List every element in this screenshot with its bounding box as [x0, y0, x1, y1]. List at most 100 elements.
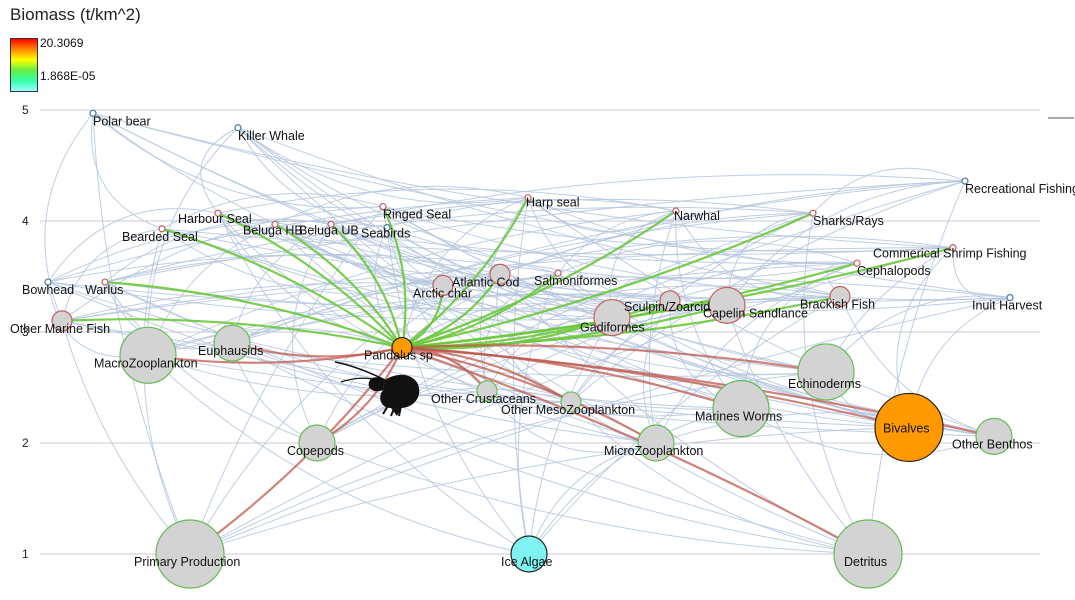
trophic-link [401, 197, 529, 348]
node-salmoniformes[interactable] [554, 269, 562, 277]
label-euphausids: Euphausids [198, 344, 263, 358]
node-other-crustaceans[interactable] [476, 380, 498, 402]
node-detritus[interactable] [833, 519, 903, 589]
node-ringed-seal[interactable] [379, 202, 387, 211]
label-marines-worms: Marines Worms [695, 410, 782, 424]
y-tick-label: 4 [22, 214, 29, 228]
node-narwhal[interactable] [672, 207, 680, 215]
label-primary-production: Primary Production [134, 555, 240, 569]
prey-link [147, 346, 403, 364]
node-other-mesozooplankton[interactable] [560, 391, 582, 413]
node-harbour-seal[interactable] [214, 209, 222, 217]
trophic-link [61, 276, 1011, 322]
label-other-mesozooplankton: Other MesoZooplankton [501, 403, 635, 417]
trophic-link [655, 262, 858, 444]
node-warlus[interactable] [101, 278, 109, 286]
links [44, 112, 1011, 555]
trophic-link [655, 412, 995, 444]
node-seabirds[interactable] [383, 224, 391, 232]
trophic-link [161, 192, 384, 230]
trophic-link [92, 113, 191, 555]
node-echinoderms[interactable] [797, 343, 855, 401]
label-gadiformes: Gadiformes [580, 321, 645, 335]
node-atlantic-cod[interactable] [489, 263, 511, 285]
trophic-link [189, 247, 954, 555]
trophic-link [442, 235, 954, 286]
trophic-link [557, 240, 858, 274]
trophic-link [189, 206, 384, 555]
node-marines-worms[interactable] [712, 379, 770, 438]
label-beluga-hb: Beluga HB [243, 223, 303, 237]
node-bivalves[interactable] [874, 392, 944, 463]
node-sculpin-zoarcid[interactable] [659, 290, 681, 312]
trophic-link [442, 284, 910, 428]
node-killer-whale[interactable] [234, 124, 242, 132]
node-sharks-rays[interactable] [809, 209, 817, 217]
y-tick-label: 2 [22, 436, 29, 450]
node-capelin-sandlance[interactable] [708, 286, 746, 324]
trophic-link [200, 127, 239, 214]
node-harp-seal[interactable] [524, 194, 532, 202]
label-microzooplankton: MicroZooplankton [604, 444, 703, 458]
node-other-marine-fish[interactable] [51, 310, 73, 332]
trophic-link [528, 408, 742, 555]
trophic-link [217, 213, 530, 555]
label-bowhead: Bowhead [22, 283, 74, 297]
predator-link [401, 210, 677, 349]
node-microzooplankton[interactable] [637, 424, 675, 462]
predator-link [217, 212, 403, 349]
node-recreational-fishing[interactable] [961, 177, 969, 185]
trophic-link [316, 304, 728, 444]
shrimp-icon [334, 361, 420, 417]
trophic-link [499, 212, 814, 275]
trophic-link [147, 327, 403, 356]
trophic-link [92, 112, 444, 286]
node-beluga-hb[interactable] [271, 220, 279, 228]
node-commerical-shrimp-fishing[interactable] [949, 244, 957, 252]
node-arctic-char[interactable] [432, 274, 454, 296]
node-bearded-seal[interactable] [158, 225, 166, 233]
label-beluga-ub: Beluga UB [299, 223, 359, 237]
label-macrozooplankton: MacroZooplankton [94, 356, 198, 370]
label-bearded-seal: Bearded Seal [122, 230, 198, 244]
node-inuit-harvest[interactable] [1006, 293, 1014, 302]
label-sharks-rays: Sharks/Rays [813, 214, 884, 228]
trophic-link [61, 228, 163, 322]
node-cephalopods[interactable] [853, 259, 861, 267]
trophic-link [91, 113, 163, 230]
y-tick-label: 5 [22, 103, 29, 117]
trophic-link [386, 227, 488, 392]
trophic-link [104, 281, 572, 403]
predator-link [61, 318, 403, 349]
node-brackish-fish[interactable] [829, 285, 851, 308]
trophic-link [161, 228, 444, 295]
node-primary-production[interactable] [155, 519, 225, 589]
label-bivalves: Bivalves [883, 421, 930, 435]
node-pandalus-sp[interactable] [391, 336, 413, 359]
trophic-link [486, 390, 742, 417]
node-macrozooplankton[interactable] [119, 326, 177, 384]
legend-max-value: 20.3069 [40, 36, 84, 50]
node-bowhead[interactable] [44, 278, 52, 286]
trophic-link [669, 283, 841, 302]
node-other-benthos[interactable] [975, 417, 1013, 455]
trophic-link [528, 296, 841, 555]
label-seabirds: Seabirds [361, 227, 410, 241]
trophic-link [217, 188, 677, 214]
label-echinoderms: Echinoderms [788, 377, 861, 391]
trophic-link [867, 180, 966, 555]
node-copepods[interactable] [298, 424, 336, 462]
predator-link [330, 223, 404, 348]
trophic-link [92, 112, 1011, 299]
predator-link [401, 273, 501, 349]
node-polar-bear[interactable] [89, 109, 97, 117]
trophic-link [104, 254, 501, 283]
node-gadiformes[interactable] [593, 298, 631, 337]
node-ice-algae[interactable] [510, 535, 548, 573]
trophic-link [839, 296, 995, 437]
node-beluga-ub[interactable] [327, 220, 335, 228]
node-euphausids[interactable] [213, 324, 251, 362]
label-inuit-harvest: Inuit Harvest [972, 299, 1043, 313]
trophic-link [47, 220, 388, 283]
